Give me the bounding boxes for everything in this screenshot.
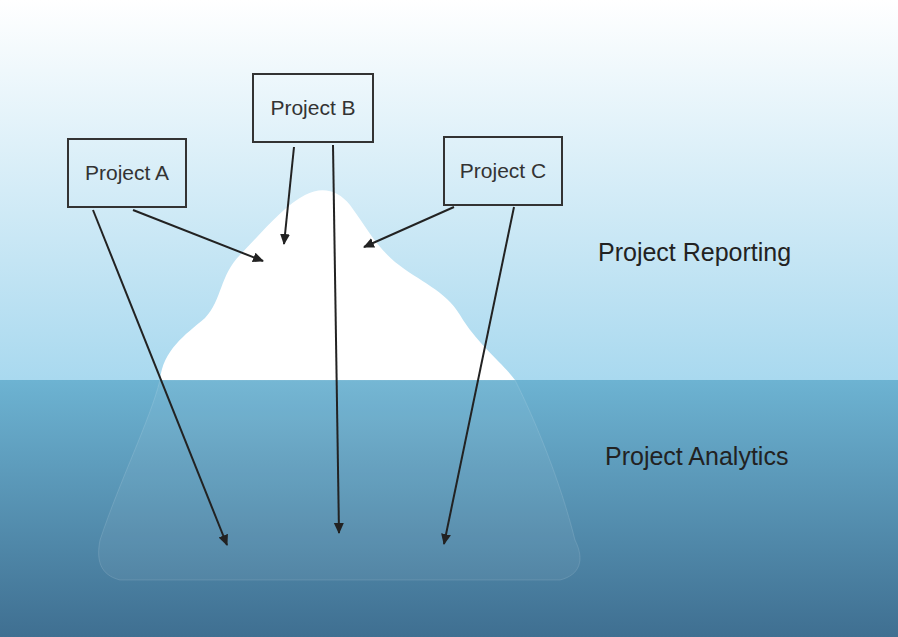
layer-label: Project Analytics [605, 442, 788, 471]
sea [0, 380, 898, 637]
box-text: Project A [85, 161, 169, 185]
project-box: Project C [443, 136, 563, 206]
project-box: Project A [67, 138, 187, 208]
arrow [444, 207, 514, 544]
iceberg-tip [160, 190, 515, 380]
project-box: Project B [252, 73, 374, 143]
box-text: Project C [460, 159, 546, 183]
sky [0, 0, 898, 380]
arrow [133, 210, 263, 261]
arrow [333, 145, 339, 533]
arrow [284, 147, 294, 244]
arrow [364, 207, 454, 247]
layer-label: Project Reporting [598, 238, 791, 267]
arrow [93, 210, 227, 545]
box-text: Project B [270, 96, 355, 120]
iceberg-underwater [99, 380, 580, 580]
